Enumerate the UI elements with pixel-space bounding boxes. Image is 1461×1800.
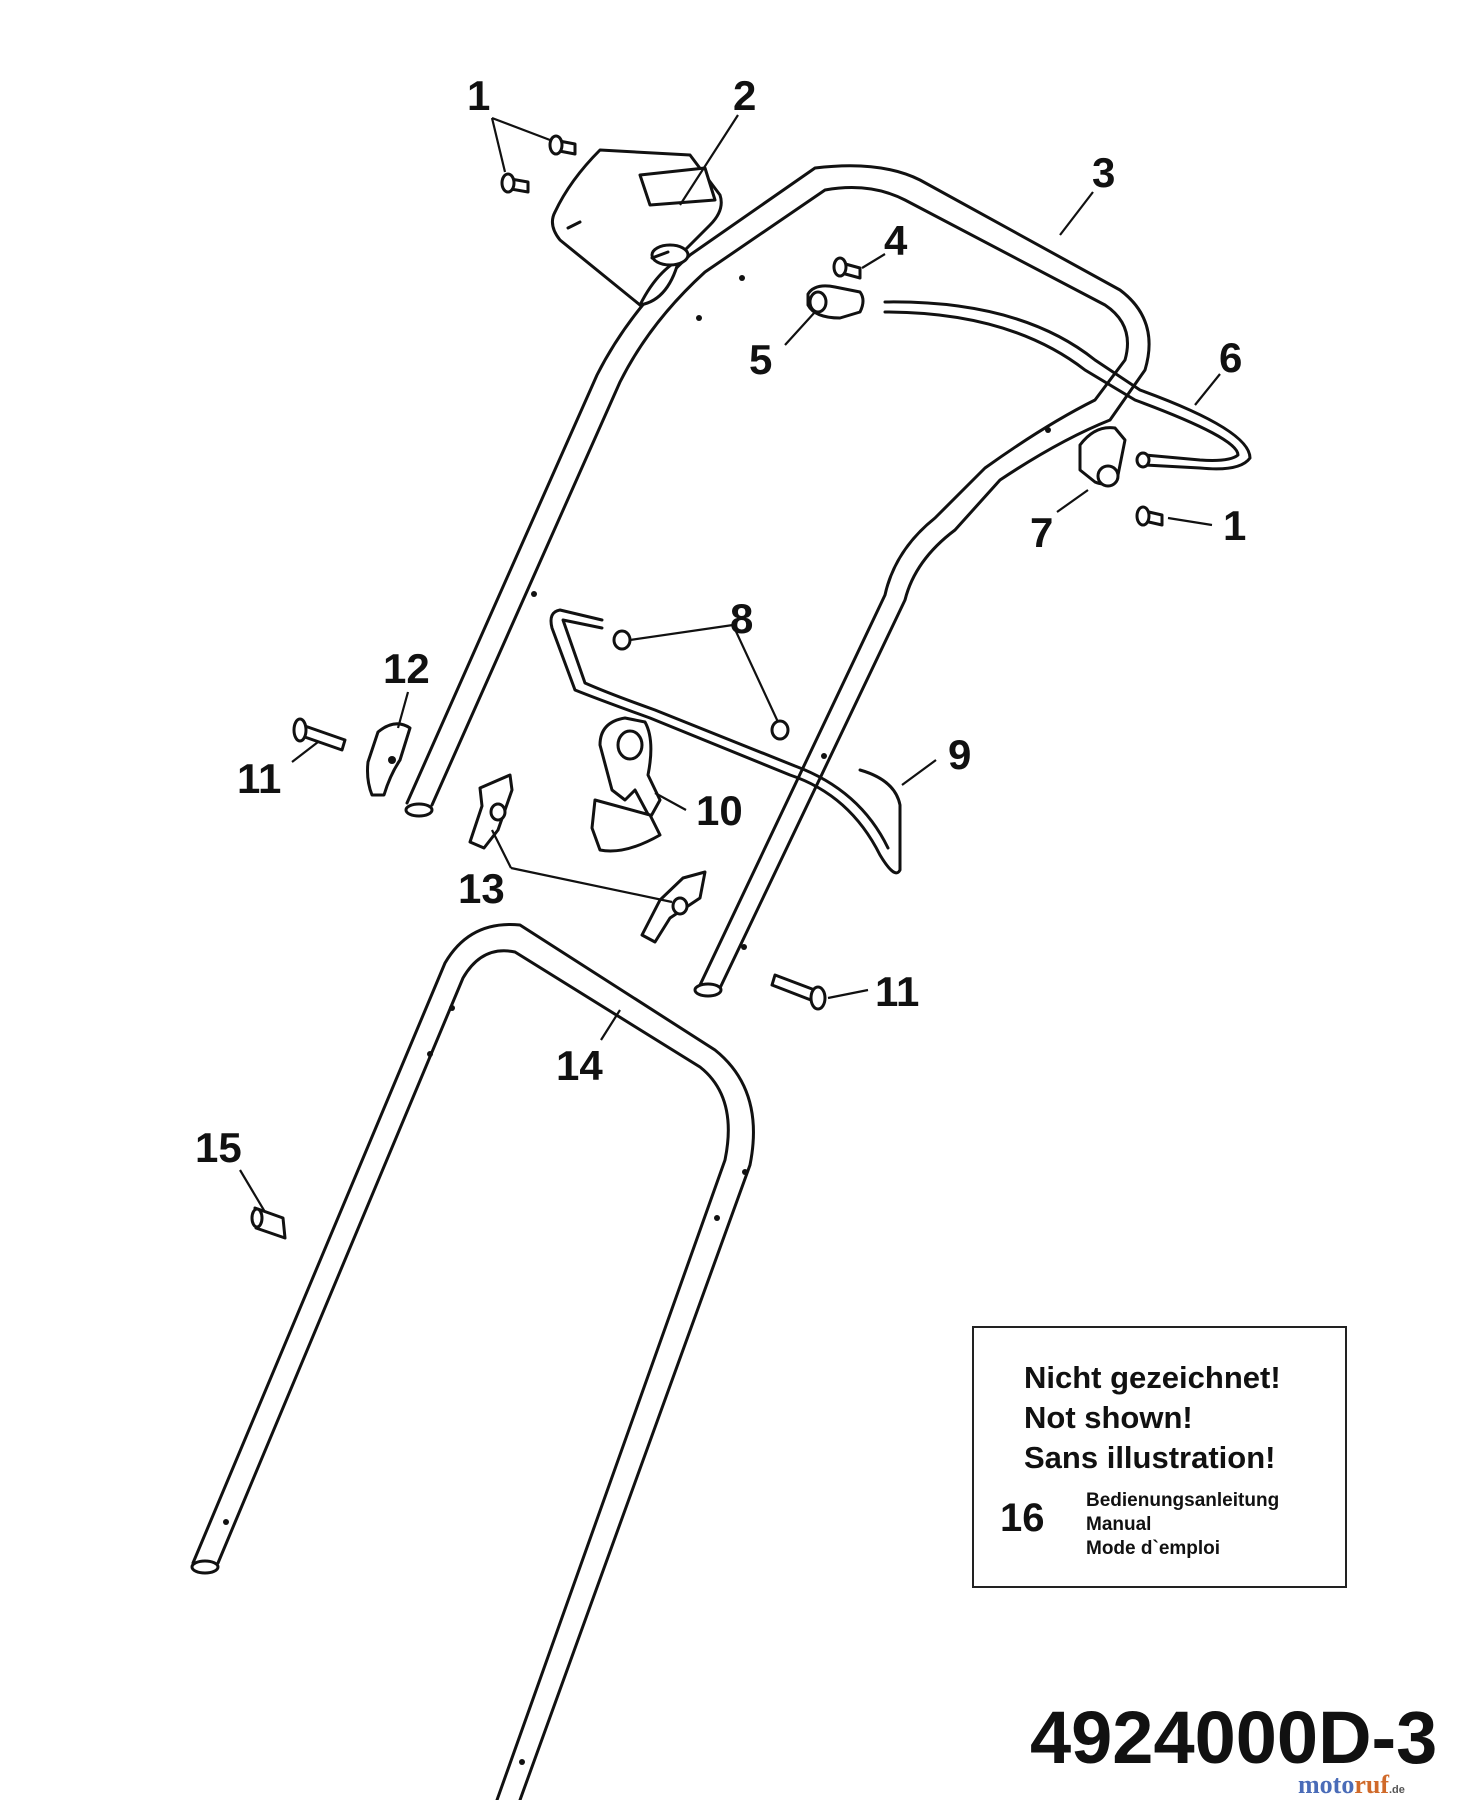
lower-handle-part-14 [190, 922, 755, 1800]
item-number-16: 16 [1000, 1496, 1045, 1540]
bolt-part-11-right [770, 973, 827, 1011]
screw-part-1-top-a [548, 134, 577, 156]
note-line-german: Nicht gezeichnet! [1024, 1360, 1281, 1395]
cable-clip-part-10 [590, 716, 662, 853]
callout-13: 13 [458, 865, 505, 912]
callout-7: 7 [1030, 509, 1053, 556]
bolt-part-11-left [292, 717, 347, 752]
cable-part-6 [883, 300, 1252, 471]
callout-1-right: 1 [1223, 502, 1246, 549]
screw-part-1-top-b [500, 172, 530, 194]
bracket-part-12 [366, 722, 412, 797]
switch-housing-part-2 [550, 148, 723, 307]
callout-11-left: 11 [237, 755, 281, 802]
note-line-english: Not shown! [1024, 1400, 1193, 1435]
wing-nut-part-13-left [468, 773, 514, 850]
callout-5: 5 [749, 336, 772, 383]
washer-part-8-a [612, 629, 632, 651]
callout-12: 12 [383, 645, 430, 692]
callout-1-top: 1 [467, 72, 490, 119]
manual-label-english: Manual [1086, 1514, 1152, 1535]
callout-8: 8 [730, 595, 753, 642]
callout-4: 4 [884, 217, 908, 264]
screw-part-1-right [1135, 505, 1164, 527]
note-line-french: Sans illustration! [1024, 1440, 1276, 1475]
washer-part-8-b [770, 719, 790, 741]
clamp-part-7 [1078, 426, 1127, 488]
not-shown-note-box: Nicht gezeichnet! Not shown! Sans illust… [972, 1326, 1347, 1588]
upper-handle-part-3 [404, 164, 1151, 998]
callout-9: 9 [948, 731, 971, 778]
document-number: 4924000D-3 [1030, 1696, 1438, 1779]
clip-part-5 [806, 284, 865, 320]
wire-lever-part-9 [549, 608, 902, 875]
wing-nut-part-13-right [640, 870, 707, 944]
manual-label-german: Bedienungsanleitung [1086, 1490, 1280, 1511]
leader-lines [239, 114, 1221, 1213]
callout-6: 6 [1219, 334, 1242, 381]
callout-3: 3 [1092, 149, 1115, 196]
callout-10: 10 [696, 787, 743, 834]
screw-part-4 [832, 256, 862, 280]
callout-11-right: 11 [875, 968, 919, 1015]
callout-14: 14 [556, 1042, 603, 1089]
callout-2: 2 [733, 72, 756, 119]
callout-15: 15 [195, 1124, 242, 1171]
clip-part-15 [250, 1206, 287, 1240]
manual-label-french: Mode d`emploi [1086, 1538, 1221, 1559]
watermark-logo: motoruf.de [1298, 1770, 1405, 1799]
